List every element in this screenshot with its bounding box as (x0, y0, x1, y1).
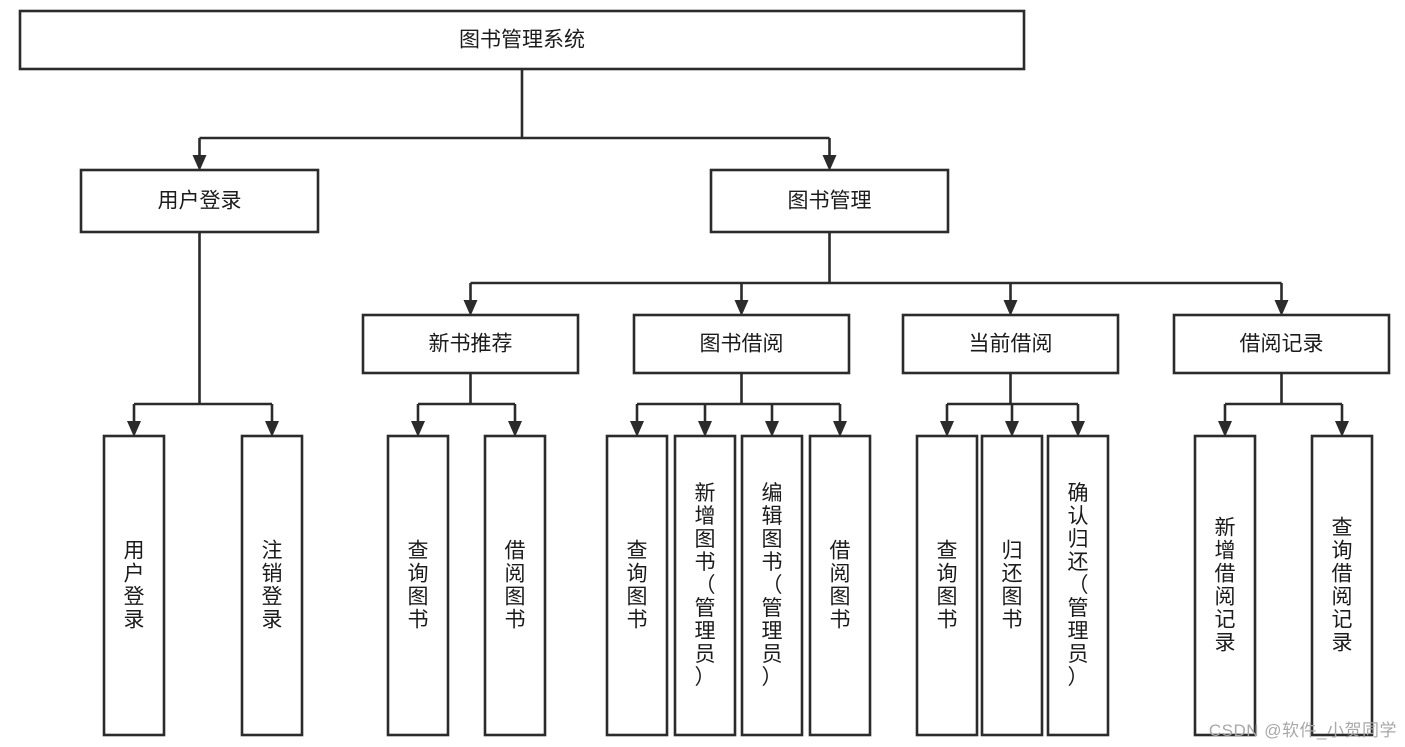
node-box (673, 434, 737, 737)
node-box (605, 434, 669, 737)
node-leaf-user-logout[interactable]: 注销登录 (240, 434, 304, 737)
arrow-head-icon (1274, 300, 1289, 316)
node-label: 图书管理 (788, 190, 872, 213)
node-box (483, 434, 547, 737)
node-box (808, 434, 872, 737)
arrow-head-icon (833, 421, 847, 437)
node-label: 查询图书 (627, 539, 648, 631)
node-leaf-confirm-return[interactable]: 确认归还（管理员） (1046, 434, 1110, 737)
node-label: 查询图书 (937, 539, 958, 631)
node-label: 新增图书（管理员） (695, 482, 716, 689)
node-box (709, 168, 950, 234)
node-box (915, 434, 979, 737)
node-book-borrow[interactable]: 图书借阅 (632, 313, 851, 375)
node-current-borrow[interactable]: 当前借阅 (901, 313, 1120, 375)
node-label: 当前借阅 (969, 333, 1053, 356)
arrow-head-icon (765, 421, 779, 437)
node-leaf-query-record[interactable]: 查询借阅记录 (1310, 434, 1374, 737)
node-label: 用户登录 (158, 190, 242, 213)
arrow-head-icon (192, 155, 207, 171)
node-leaf-return-book[interactable]: 归还图书 (980, 434, 1044, 737)
node-label: 注销登录 (262, 539, 283, 631)
node-leaf-user-login[interactable]: 用户登录 (102, 434, 166, 737)
node-box (632, 313, 851, 375)
arrow-head-icon (1218, 421, 1232, 437)
node-box (980, 434, 1044, 737)
node-label: 图书借阅 (700, 333, 784, 356)
node-borrow-record[interactable]: 借阅记录 (1172, 313, 1391, 375)
node-box (1193, 434, 1257, 737)
arrow-head-icon (1005, 421, 1019, 437)
node-box (386, 434, 450, 737)
node-leaf-query-book-borrow[interactable]: 查询图书 (605, 434, 669, 737)
arrow-head-icon (822, 155, 837, 171)
node-label: 新增借阅记录 (1215, 516, 1236, 654)
node-label: 新书推荐 (429, 333, 513, 356)
node-label: 用户登录 (124, 539, 145, 631)
node-label: 查询借阅记录 (1332, 516, 1353, 654)
node-label: 图书管理系统 (459, 29, 585, 52)
node-leaf-borrow-book[interactable]: 借阅图书 (808, 434, 872, 737)
arrow-head-icon (1071, 421, 1085, 437)
node-leaf-query-book-rec[interactable]: 查询图书 (386, 434, 450, 737)
node-box (740, 434, 804, 737)
node-layer: 图书管理系统用户登录图书管理新书推荐图书借阅当前借阅借阅记录用户登录注销登录查询… (18, 9, 1391, 737)
node-root[interactable]: 图书管理系统 (18, 9, 1026, 71)
node-new-book-rec[interactable]: 新书推荐 (361, 313, 580, 375)
arrow-head-icon (698, 421, 712, 437)
connector-layer (127, 69, 1349, 437)
node-box (901, 313, 1120, 375)
arrow-head-icon (1003, 300, 1018, 316)
arrow-head-icon (127, 421, 141, 437)
arrow-head-icon (1335, 421, 1349, 437)
arrow-head-icon (734, 300, 749, 316)
arrow-head-icon (463, 300, 478, 316)
node-label: 查询图书 (408, 539, 429, 631)
node-box (18, 9, 1026, 71)
arrow-head-icon (630, 421, 644, 437)
node-box (361, 313, 580, 375)
node-leaf-edit-book[interactable]: 编辑图书（管理员） (740, 434, 804, 737)
node-leaf-add-book[interactable]: 新增图书（管理员） (673, 434, 737, 737)
arrow-head-icon (940, 421, 954, 437)
node-box (1310, 434, 1374, 737)
node-leaf-borrow-book-rec[interactable]: 借阅图书 (483, 434, 547, 737)
node-user-login[interactable]: 用户登录 (79, 168, 320, 234)
node-leaf-query-book-cur[interactable]: 查询图书 (915, 434, 979, 737)
node-label: 编辑图书（管理员） (762, 482, 783, 689)
arrow-head-icon (265, 421, 279, 437)
node-box (1046, 434, 1110, 737)
node-box (102, 434, 166, 737)
node-leaf-add-record[interactable]: 新增借阅记录 (1193, 434, 1257, 737)
node-label: 借阅图书 (505, 539, 526, 631)
node-box (1172, 313, 1391, 375)
node-box (79, 168, 320, 234)
node-label: 借阅记录 (1240, 333, 1324, 356)
node-label: 确认归还（管理员） (1068, 482, 1089, 689)
arrow-head-icon (508, 421, 522, 437)
node-label: 借阅图书 (830, 539, 851, 631)
node-label: 归还图书 (1002, 539, 1023, 631)
arrow-head-icon (411, 421, 425, 437)
node-box (240, 434, 304, 737)
node-book-manage[interactable]: 图书管理 (709, 168, 950, 234)
